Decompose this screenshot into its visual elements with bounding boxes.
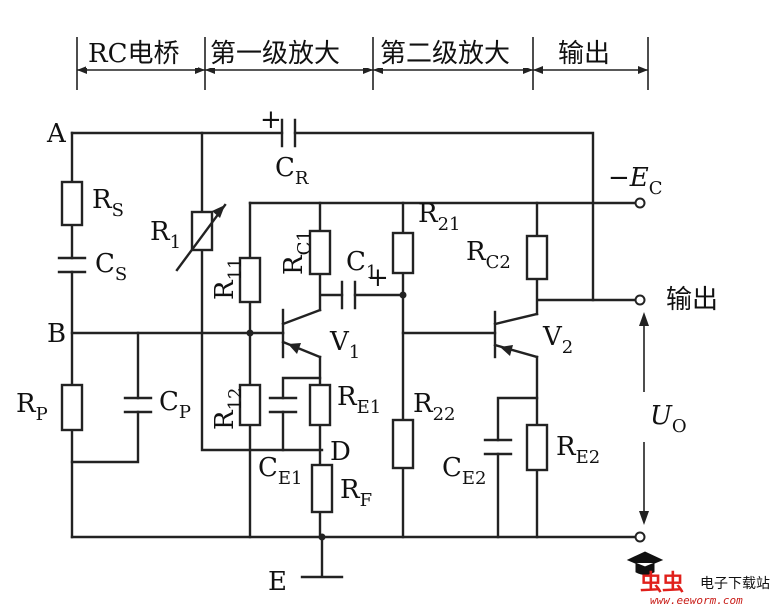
supply-label: −EC (608, 163, 663, 199)
r22-label: R22 (413, 389, 455, 425)
rc2-label: RC2 (466, 237, 511, 273)
watermark-brand: 虫虫 (640, 570, 684, 596)
watermark-url: www.eeworm.com (650, 594, 743, 607)
resistor-r1 (190, 210, 214, 252)
resistor-rs (60, 180, 84, 227)
uo-arrow (639, 312, 649, 525)
ce1-label: CE1 (258, 453, 303, 489)
supply-terminal (634, 197, 646, 209)
ce2-label: CE2 (442, 453, 487, 489)
capacitor-cp (123, 396, 153, 414)
re1-label: RE1 (337, 382, 381, 418)
c1-label: C1 (346, 247, 377, 283)
junctions (246, 291, 407, 541)
node-a-label: A (46, 119, 67, 149)
capacitor-ce1 (268, 396, 298, 414)
resistor-r12 (238, 383, 262, 427)
ground-terminal (634, 531, 646, 543)
resistor-rc2 (525, 234, 549, 281)
capacitors (57, 118, 513, 456)
capacitor-cr (280, 118, 297, 148)
graduation-cap-icon (626, 551, 664, 575)
terminals (634, 197, 646, 543)
resistors (60, 180, 549, 514)
capacitor-cs (57, 256, 87, 274)
v2-label: V2 (542, 322, 573, 358)
capacitor-c1 (340, 280, 357, 310)
transistor-v1 (281, 308, 322, 359)
section-rc-bridge-label: RC电桥 (88, 39, 179, 69)
resistor-rc1 (308, 229, 332, 276)
resistor-re1 (308, 383, 332, 427)
rc1-label: RC1 (279, 230, 315, 275)
section-first-stage-label: 第一级放大 (210, 39, 340, 69)
section-header: RC电桥 第一级放大 第二级放大 输出 (76, 37, 649, 90)
r12-label: R12 (210, 388, 246, 430)
node-d-label: D (330, 437, 351, 467)
v1-label: V1 (329, 327, 360, 363)
rp-label: RP (16, 389, 48, 425)
resistor-re2 (525, 423, 549, 472)
c1-plus-sign: + (367, 263, 389, 293)
cr-plus-sign: + (260, 105, 282, 135)
rf-label: RF (340, 475, 372, 511)
resistor-r11 (238, 256, 262, 304)
watermark: 虫虫 电子下载站 www.eeworm.com (626, 551, 770, 607)
cs-label: CS (95, 249, 127, 285)
output-label: 输出 (666, 285, 718, 315)
resistor-rf (310, 463, 334, 514)
uo-label: UO (650, 401, 687, 437)
resistor-r21 (391, 231, 415, 275)
variable-resistor-arrow (175, 203, 227, 272)
output-terminal (634, 294, 646, 306)
section-output-label: 输出 (558, 39, 610, 69)
resistor-rp (60, 383, 84, 432)
capacitor-ce2 (483, 438, 513, 456)
section-arrows (77, 66, 648, 74)
transistor-v2 (493, 310, 539, 359)
section-second-stage-label: 第二级放大 (380, 39, 510, 69)
node-e-label: E (268, 567, 287, 597)
watermark-site-name: 电子下载站 (700, 576, 770, 592)
resistor-r22 (391, 418, 415, 470)
cp-label: CP (159, 387, 191, 423)
node-b-label: B (47, 319, 66, 349)
cr-label: CR (275, 153, 309, 189)
rs-label: RS (92, 185, 124, 221)
r11-label: R11 (210, 258, 246, 300)
r21-label: R21 (418, 199, 460, 235)
r1-label: R1 (150, 217, 181, 253)
re2-label: RE2 (556, 432, 600, 468)
